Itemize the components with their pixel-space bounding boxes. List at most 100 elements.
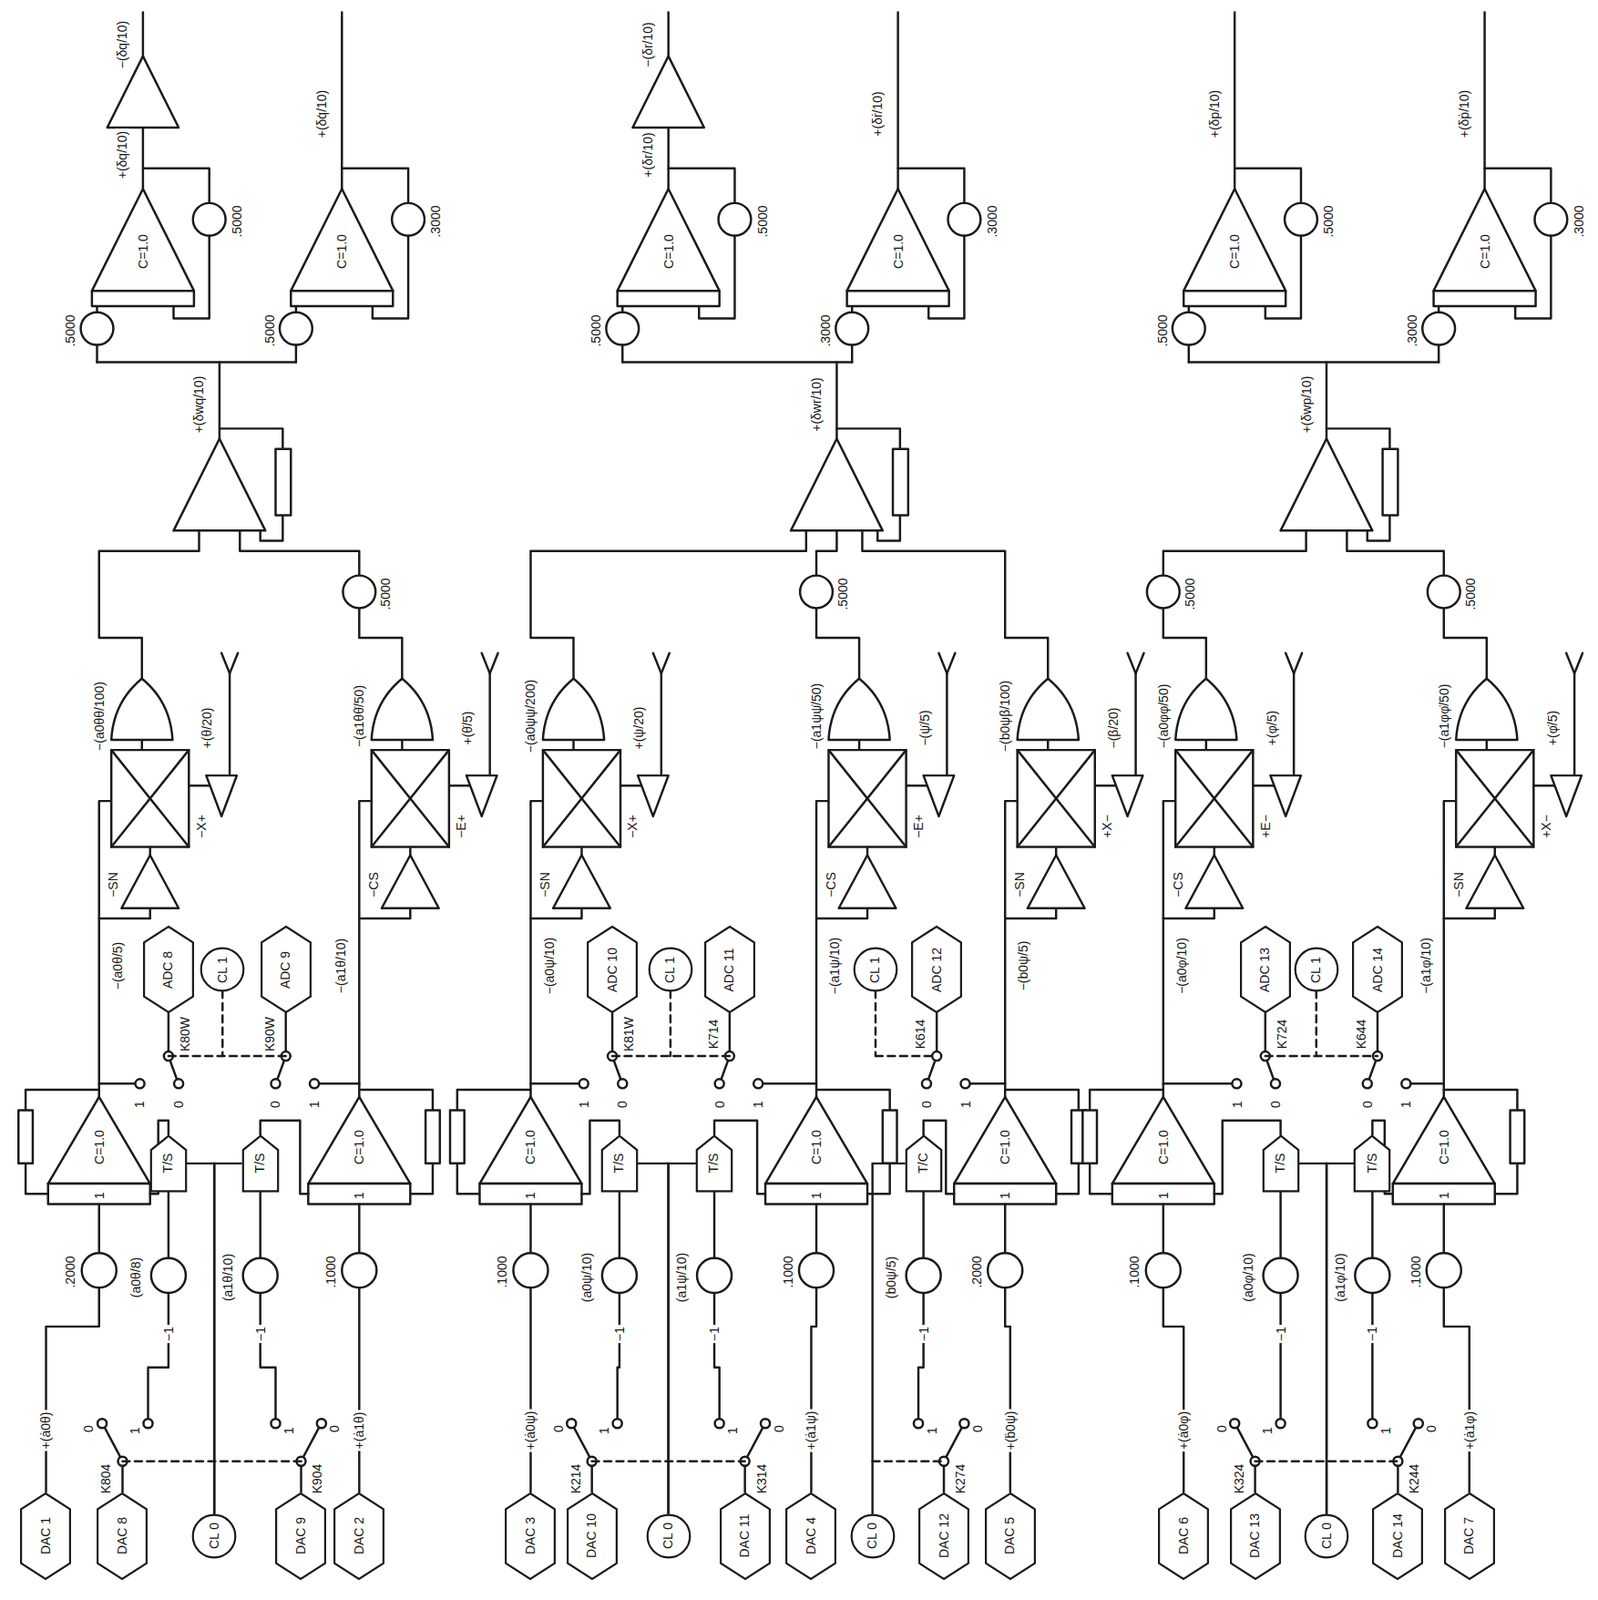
signal-label: .3000: [984, 203, 999, 239]
function-amplifier: [1027, 854, 1086, 908]
control-line: [668, 1163, 697, 1515]
signal-label: +X−: [1538, 812, 1553, 840]
signal-label: C=1.0: [352, 1127, 367, 1167]
wire: [861, 530, 1048, 678]
wire: [714, 1292, 720, 1419]
converter-hexagon: DAC 9: [275, 1492, 327, 1580]
wire: [188, 784, 209, 787]
wire: [530, 800, 543, 1097]
wire: [836, 428, 900, 449]
switch-contact: [1362, 1078, 1373, 1088]
wire: [1485, 168, 1552, 204]
multiplier: [542, 749, 621, 847]
switch-contact: [753, 1078, 763, 1088]
wire: [1326, 428, 1390, 449]
signal-label: −(a0θ/5): [110, 940, 124, 993]
signal-label: −(a1φφ̇/50): [1436, 682, 1451, 751]
function-amplifier: [839, 854, 897, 908]
signal-label: −1: [707, 1324, 722, 1343]
signal-label: (a0ψ/10): [580, 1250, 595, 1304]
signal-label: .1000: [1408, 1254, 1423, 1291]
switch-contact: [715, 1418, 725, 1428]
wire: [816, 800, 829, 1097]
switch-contact: [1270, 1078, 1281, 1088]
wire: [762, 1082, 817, 1085]
output-terminal: [1566, 653, 1583, 674]
control-line: [186, 1163, 215, 1515]
wire: [713, 1191, 716, 1259]
wire: [898, 168, 965, 204]
signal-label: +(δr/10): [641, 130, 656, 179]
node-label: ADC 11: [722, 947, 737, 992]
wire: [816, 908, 868, 919]
signal-label: 0: [268, 1098, 283, 1110]
signal-label: 0: [327, 1423, 342, 1435]
wire: [1163, 908, 1215, 919]
wire: [239, 530, 402, 678]
signal-label: −(a0θθ/100): [92, 679, 106, 753]
wire: [1396, 1465, 1399, 1492]
control-line: [1326, 1163, 1354, 1515]
potentiometer: [1354, 1258, 1390, 1293]
multiplier: [111, 749, 189, 847]
node-outline: [1158, 1493, 1209, 1579]
wire: [457, 1163, 481, 1195]
potentiometer: [81, 1252, 117, 1288]
wire: [867, 1163, 891, 1195]
signal-label: .1000: [780, 1254, 795, 1291]
node-label: DAC 11: [737, 1514, 752, 1558]
output-terminal: [653, 653, 670, 674]
node-label: CL 0: [207, 1522, 222, 1549]
potentiometer: [835, 312, 869, 346]
wire: [1095, 784, 1116, 787]
multiplier: [371, 749, 450, 847]
signal-label: −E+: [454, 812, 469, 840]
wire: [942, 1465, 945, 1492]
function-amplifier: [553, 854, 611, 908]
wire: [1410, 1082, 1444, 1085]
potentiometer: [1172, 312, 1206, 346]
output-terminal: [938, 653, 955, 674]
signal-label: +(δwr/10): [809, 376, 824, 435]
output-amplifier: [1017, 678, 1079, 740]
node-label: DAC 12: [937, 1513, 952, 1558]
wire: [1444, 1287, 1470, 1492]
signal-label: K904: [310, 1461, 325, 1496]
wire: [260, 1292, 277, 1419]
multiplier: [1017, 749, 1096, 847]
potentiometer: [1147, 575, 1180, 609]
signal-label: 1: [597, 1424, 612, 1436]
signal-label: −(b0ψ/5): [1016, 939, 1031, 994]
signal-label: .5000: [589, 312, 604, 349]
converter-hexagon: DAC 5: [984, 1492, 1036, 1580]
wire: [318, 1082, 359, 1085]
wire: [99, 800, 112, 1097]
wire: [1089, 1089, 1164, 1110]
wire: [1485, 739, 1488, 750]
integrator-amplifier: [953, 1096, 1056, 1184]
signal-label: +(δp/10): [1207, 88, 1221, 141]
signal-label: K214: [568, 1461, 583, 1496]
node-label: DAC 14: [1391, 1513, 1405, 1558]
track-store-block: T/S: [242, 1135, 279, 1192]
signal-label: C=1.0: [809, 1127, 824, 1167]
switch-contact: [913, 1418, 923, 1428]
signal-label: 1: [924, 1424, 939, 1436]
signal-label: 0: [1424, 1423, 1439, 1435]
signal-label: 1: [576, 1098, 591, 1110]
relay-linkage: [1315, 990, 1318, 1056]
switch-contact: [760, 1418, 770, 1428]
converter-hexagon: ADC 9: [260, 925, 312, 1014]
node-label: T/S: [1365, 1153, 1380, 1174]
multiplier: [1175, 749, 1253, 847]
multiplier: [1017, 749, 1096, 847]
track-store-block: T/C: [905, 1135, 943, 1192]
wire: [530, 530, 806, 678]
node-label: DAC 8: [115, 1516, 130, 1555]
signal-label: C=1.0: [998, 1127, 1013, 1167]
wire: [530, 908, 582, 919]
signal-label: 0: [551, 1423, 565, 1435]
wire: [590, 1465, 593, 1492]
